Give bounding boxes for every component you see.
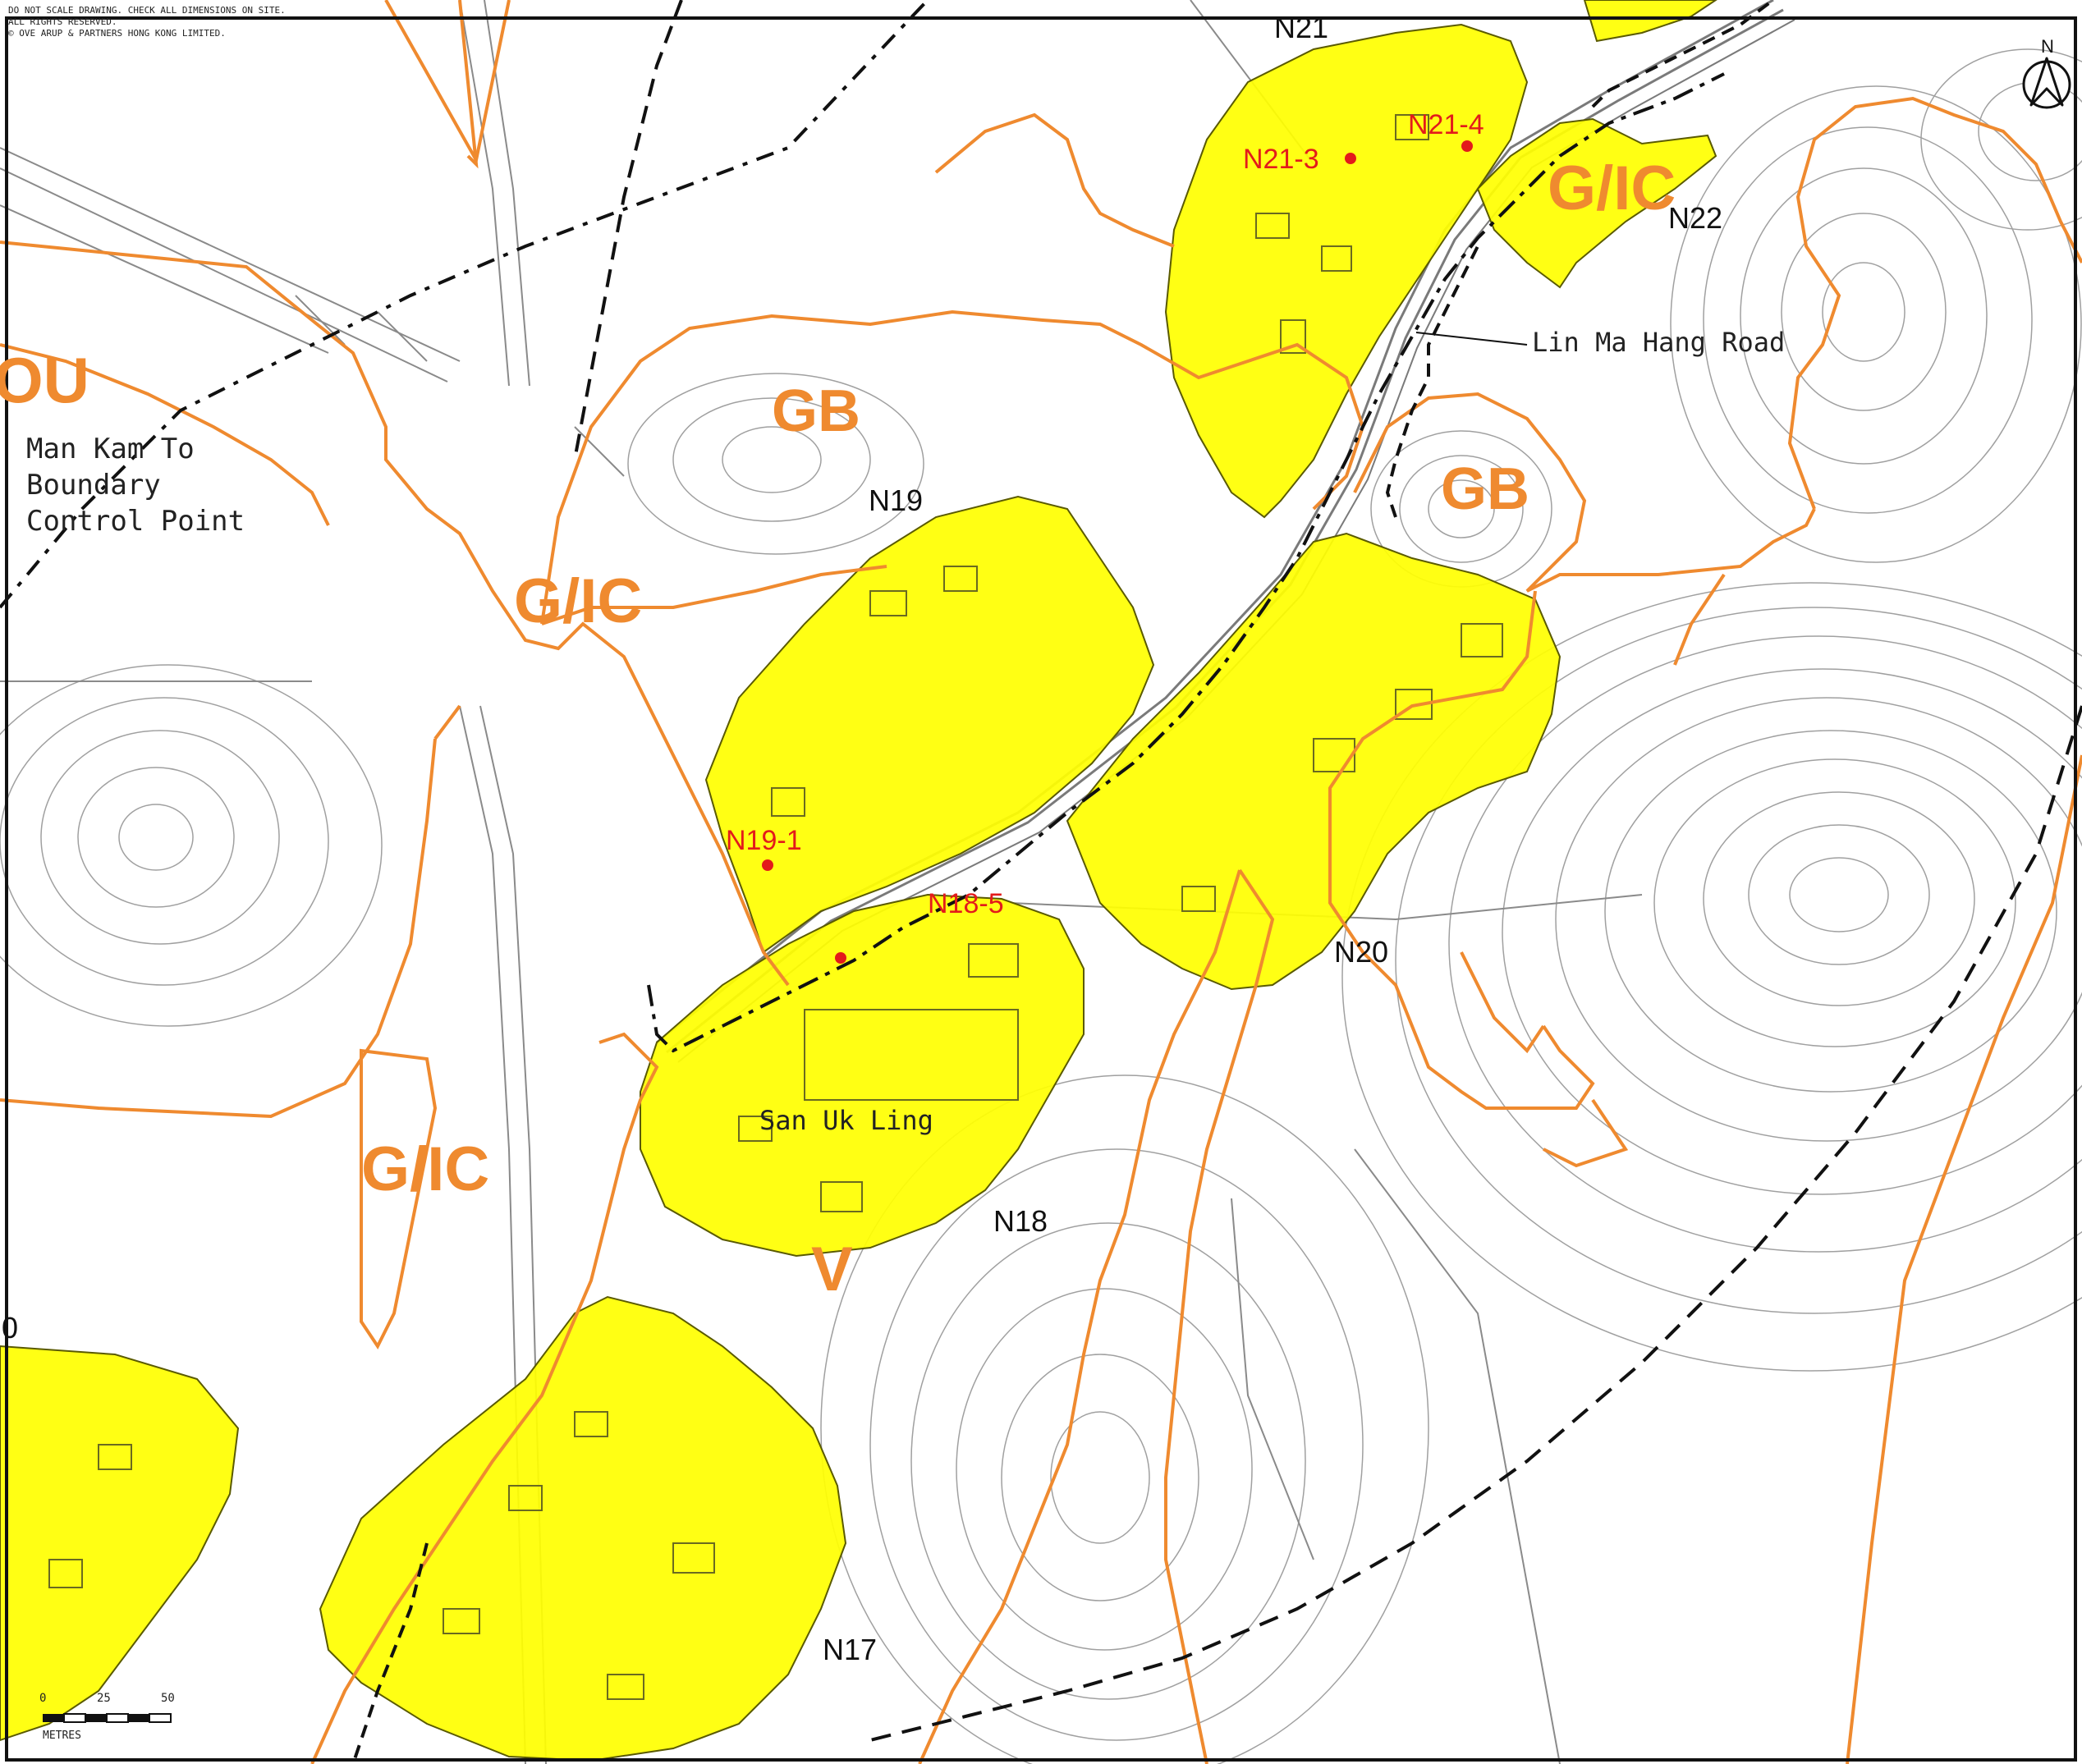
area-west-polygon xyxy=(0,1345,240,1742)
building-outlines xyxy=(48,114,1503,1700)
marker-label-n21-4: N21-4 xyxy=(1408,109,1484,140)
area-label-n17: N17 xyxy=(823,1633,877,1666)
label-san-uk-ling: San Uk Ling xyxy=(759,1105,933,1136)
scale-tick-0: 0 xyxy=(39,1692,46,1705)
scale-bar: 0 25 50 METRES xyxy=(39,1692,175,1742)
road-label-leader xyxy=(1415,332,1528,346)
label-boundary-line-3: Control Point xyxy=(26,505,245,538)
marker-n21-4 xyxy=(1461,140,1473,152)
zone-label-gic-west: G/IC xyxy=(514,566,642,636)
label-lin-ma-hang-road: Lin Ma Hang Road xyxy=(1532,327,1785,358)
notice-line-3: © OVE ARUP & PARTNERS HONG KONG LIMITED. xyxy=(8,28,226,39)
zone-label-gb-west: GB xyxy=(772,378,860,444)
area-label-n21: N21 xyxy=(1274,11,1328,44)
area-label-n22: N22 xyxy=(1668,201,1722,235)
area-label-n18: N18 xyxy=(993,1204,1048,1238)
zone-label-gb-east: GB xyxy=(1441,456,1529,522)
area-n19-polygon xyxy=(704,495,1155,954)
label-boundary-line-1: Man Kam To xyxy=(26,433,195,465)
zoning-labels: OU GB GB G/IC G/IC G/IC V xyxy=(0,153,1676,1304)
area-label-edge-zero: 0 xyxy=(2,1311,18,1345)
zone-label-gic-southwest: G/IC xyxy=(361,1134,489,1204)
scale-unit: METRES xyxy=(43,1730,81,1742)
marker-n18-5 xyxy=(835,952,846,964)
scale-tick-50: 50 xyxy=(161,1692,175,1705)
marker-label-n18-5: N18-5 xyxy=(928,888,1004,919)
map-border xyxy=(5,16,2077,1762)
area-n18-polygon xyxy=(640,893,1085,1258)
label-boundary-line-2: Boundary xyxy=(26,469,161,502)
zone-label-v: V xyxy=(811,1235,853,1304)
area-label-n19: N19 xyxy=(869,483,923,517)
contour-lines xyxy=(0,48,2082,1764)
area-labels: N21 N22 N19 N20 N18 N17 0 xyxy=(2,11,1722,1666)
zone-label-ou: OU xyxy=(0,344,89,416)
copyright-notice: DO NOT SCALE DRAWING. CHECK ALL DIMENSIO… xyxy=(8,5,286,39)
scale-tick-25: 25 xyxy=(97,1692,111,1705)
marker-label-n21-3: N21-3 xyxy=(1243,144,1319,175)
marker-label-n19-1: N19-1 xyxy=(726,825,802,856)
area-label-n20: N20 xyxy=(1334,935,1388,969)
area-n17-polygon xyxy=(319,1295,847,1762)
marker-n21-3 xyxy=(1345,153,1356,164)
area-ne-strip-polygon xyxy=(1583,0,1717,43)
north-arrow-icon: N xyxy=(2022,36,2071,109)
north-arrow-label: N xyxy=(2041,36,2054,57)
point-markers: N21-3 N21-4 N19-1 N18-5 xyxy=(726,109,1484,964)
notice-line-1: DO NOT SCALE DRAWING. CHECK ALL DIMENSIO… xyxy=(8,5,286,16)
marker-n19-1 xyxy=(762,859,773,871)
place-labels: Man Kam To Boundary Control Point Lin Ma… xyxy=(26,327,1785,1136)
area-n22-polygon xyxy=(1476,117,1717,289)
notice-line-2: ALL RIGHTS RESERVED. xyxy=(8,16,117,27)
zone-label-gic-northeast: G/IC xyxy=(1548,153,1676,223)
